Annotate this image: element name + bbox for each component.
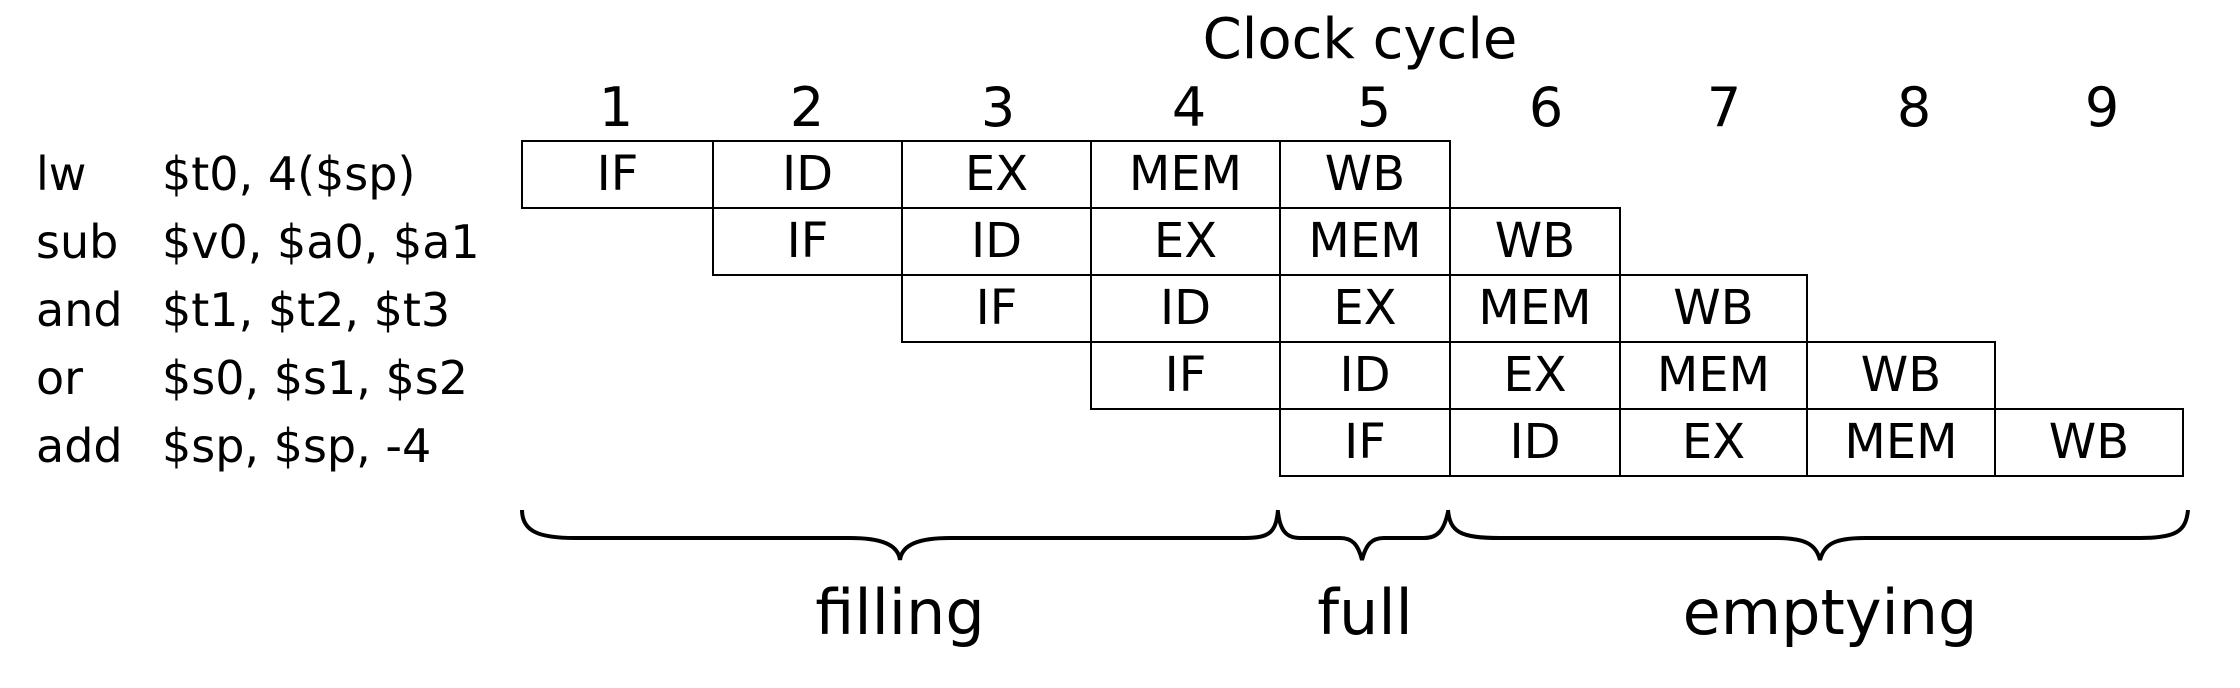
cycle-number-1: 1 bbox=[598, 76, 634, 139]
instruction-and: and $t1, $t2, $t3 bbox=[36, 276, 450, 344]
stage-cell-add-mem: MEM bbox=[1806, 408, 1996, 477]
stage-cell-lw-mem: MEM bbox=[1090, 140, 1281, 209]
stage-cell-add-ex: EX bbox=[1619, 408, 1808, 477]
phase-label-filling: filling bbox=[815, 576, 985, 649]
cycle-number-9: 9 bbox=[2084, 76, 2120, 139]
clock-cycle-title: Clock cycle bbox=[1202, 7, 1518, 72]
cycle-number-5: 5 bbox=[1356, 76, 1392, 139]
phase-label-full: full bbox=[1317, 576, 1413, 649]
stage-cell-and-ex: EX bbox=[1279, 274, 1451, 343]
stage-cell-and-wb: WB bbox=[1619, 274, 1808, 343]
instruction-operands: $t0, 4($sp) bbox=[162, 147, 416, 201]
stage-cell-lw-wb: WB bbox=[1279, 140, 1451, 209]
brace-emptying bbox=[1446, 509, 2190, 561]
instruction-or: or $s0, $s1, $s2 bbox=[36, 344, 468, 412]
cycle-number-2: 2 bbox=[789, 76, 825, 139]
instruction-add: add $sp, $sp, -4 bbox=[36, 412, 431, 480]
instruction-opcode: sub bbox=[36, 215, 119, 269]
instruction-sub: sub $v0, $a0, $a1 bbox=[36, 208, 480, 276]
instruction-opcode: and bbox=[36, 283, 123, 337]
instruction-operands: $t1, $t2, $t3 bbox=[162, 283, 451, 337]
stage-cell-sub-wb: WB bbox=[1449, 207, 1621, 276]
instruction-lw: lw $t0, 4($sp) bbox=[36, 140, 415, 208]
phase-label-emptying: emptying bbox=[1682, 576, 1978, 649]
instruction-operands: $sp, $sp, -4 bbox=[162, 419, 432, 473]
cycle-number-3: 3 bbox=[980, 76, 1016, 139]
cycle-number-6: 6 bbox=[1528, 76, 1564, 139]
instruction-operands: $v0, $a0, $a1 bbox=[162, 215, 480, 269]
stage-cell-add-wb: WB bbox=[1994, 408, 2184, 477]
stage-cell-or-id: ID bbox=[1279, 341, 1451, 410]
instruction-opcode: or bbox=[36, 351, 84, 405]
instruction-opcode: add bbox=[36, 419, 123, 473]
stage-cell-and-mem: MEM bbox=[1449, 274, 1621, 343]
stage-cell-sub-ex: EX bbox=[1090, 207, 1281, 276]
brace-filling bbox=[520, 509, 1280, 561]
stage-cell-lw-ex: EX bbox=[901, 140, 1092, 209]
stage-cell-add-id: ID bbox=[1449, 408, 1621, 477]
stage-cell-lw-if: IF bbox=[521, 140, 714, 209]
stage-cell-add-if: IF bbox=[1279, 408, 1451, 477]
instruction-opcode: lw bbox=[36, 147, 87, 201]
stage-cell-sub-id: ID bbox=[901, 207, 1092, 276]
cycle-number-4: 4 bbox=[1171, 76, 1207, 139]
stage-cell-and-if: IF bbox=[901, 274, 1092, 343]
stage-cell-or-wb: WB bbox=[1806, 341, 1996, 410]
stage-cell-and-id: ID bbox=[1090, 274, 1281, 343]
stage-cell-or-if: IF bbox=[1090, 341, 1281, 410]
stage-cell-sub-if: IF bbox=[712, 207, 903, 276]
brace-full bbox=[1276, 511, 1450, 561]
cycle-number-7: 7 bbox=[1706, 76, 1742, 139]
instruction-operands: $s0, $s1, $s2 bbox=[162, 351, 468, 405]
stage-cell-or-ex: EX bbox=[1449, 341, 1621, 410]
cycle-number-8: 8 bbox=[1896, 76, 1932, 139]
